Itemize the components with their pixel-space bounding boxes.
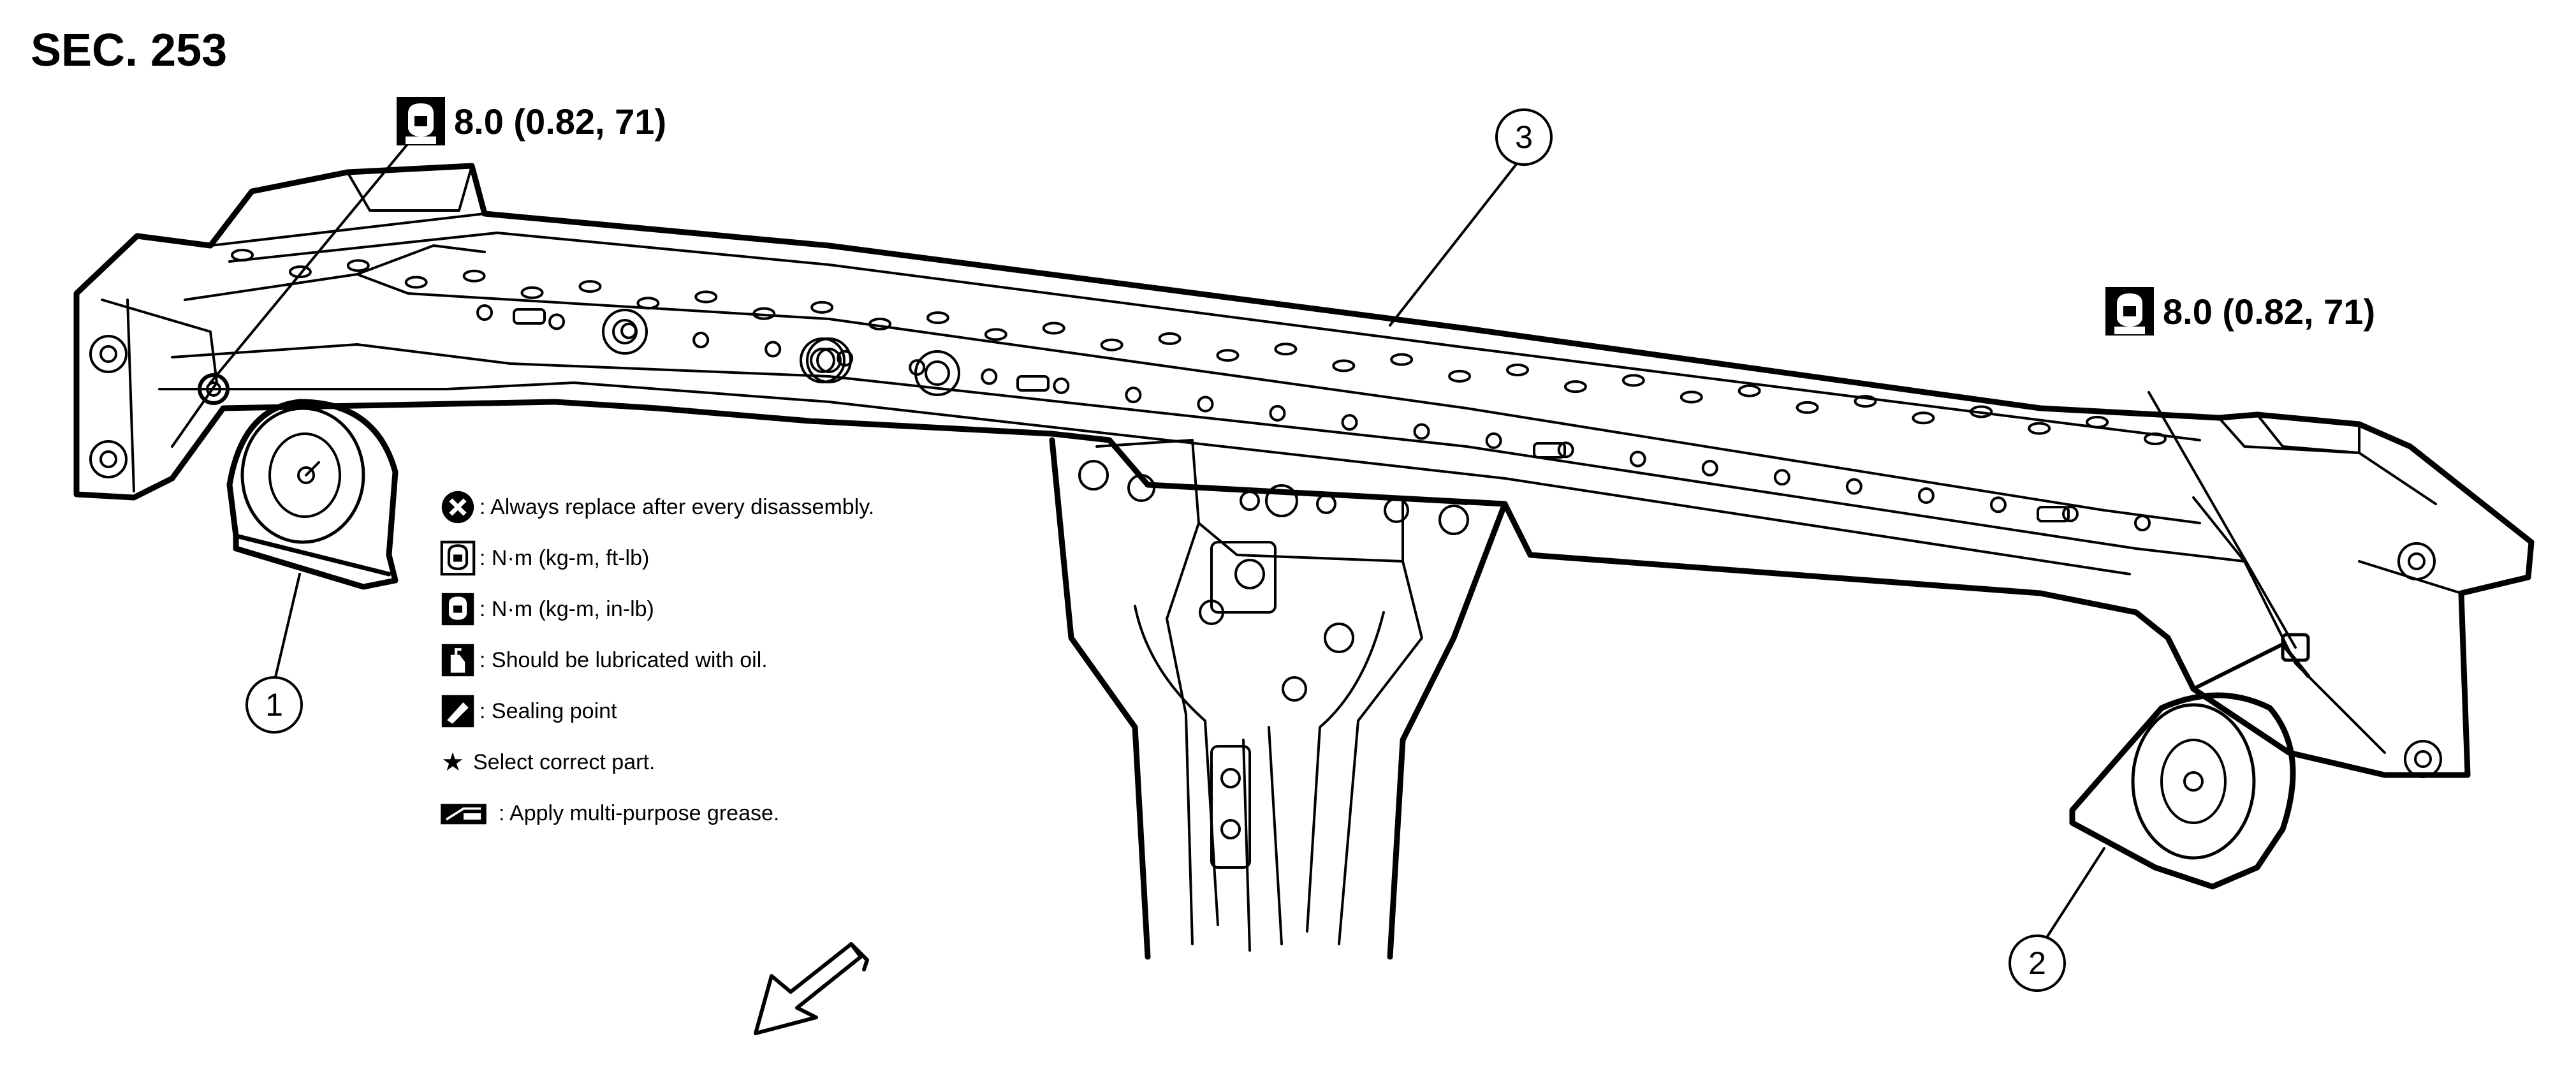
leader-lines [209, 142, 2297, 948]
legend-item: : N·m (kg-m, in-lb) [440, 584, 1014, 635]
torque-spec-right: 8.0 (0.82, 71) [2104, 286, 2375, 337]
always-replace-icon [441, 491, 474, 524]
legend-text: : Always replace after every disassembly… [479, 494, 875, 519]
torque-wrench-icon [397, 97, 445, 145]
legend-text: : Apply multi-purpose grease. [499, 801, 780, 825]
panel-holes [89, 249, 2442, 778]
section-number: SEC. 253 [31, 25, 228, 76]
legend-item: : Apply multi-purpose grease. [440, 788, 1014, 839]
front-arrow-icon [754, 942, 869, 1035]
torque-spec-left: 8.0 (0.82, 71) [395, 96, 666, 147]
legend-item: : Should be lubricated with oil. [440, 635, 1014, 686]
legend-text: : Sealing point [479, 698, 617, 723]
torque-in-lb-icon [441, 593, 474, 626]
star-icon: ★ [441, 748, 464, 776]
torque-value: 8.0 (0.82, 71) [2163, 291, 2376, 332]
legend-text: : Should be lubricated with oil. [479, 647, 768, 672]
sealing-point-icon [441, 695, 474, 728]
torque-ft-lb-icon [440, 540, 476, 576]
legend-text: : N·m (kg-m, ft-lb) [479, 545, 650, 570]
legend-text: Select correct part. [473, 749, 655, 774]
legend-item: : Always replace after every disassembly… [440, 482, 1014, 533]
oil-can-icon [441, 644, 474, 677]
callout-2: 2 [2009, 934, 2066, 992]
horn-left [226, 399, 399, 590]
torque-wrench-icon [2105, 287, 2154, 336]
legend-item: : Sealing point [440, 686, 1014, 737]
horn-left-bolt [198, 373, 230, 405]
legend-text: : N·m (kg-m, in-lb) [479, 596, 654, 621]
grease-icon [441, 804, 487, 825]
symbol-legend: : Always replace after every disassembly… [440, 482, 1014, 839]
center-stay [1049, 437, 1508, 960]
callout-3: 3 [1495, 108, 1553, 166]
legend-item: : N·m (kg-m, ft-lb) [440, 533, 1014, 584]
torque-value: 8.0 (0.82, 71) [454, 101, 667, 142]
callout-1: 1 [245, 676, 303, 734]
horn-right [2069, 633, 2310, 890]
legend-item: ★ Select correct part. [440, 737, 1014, 788]
